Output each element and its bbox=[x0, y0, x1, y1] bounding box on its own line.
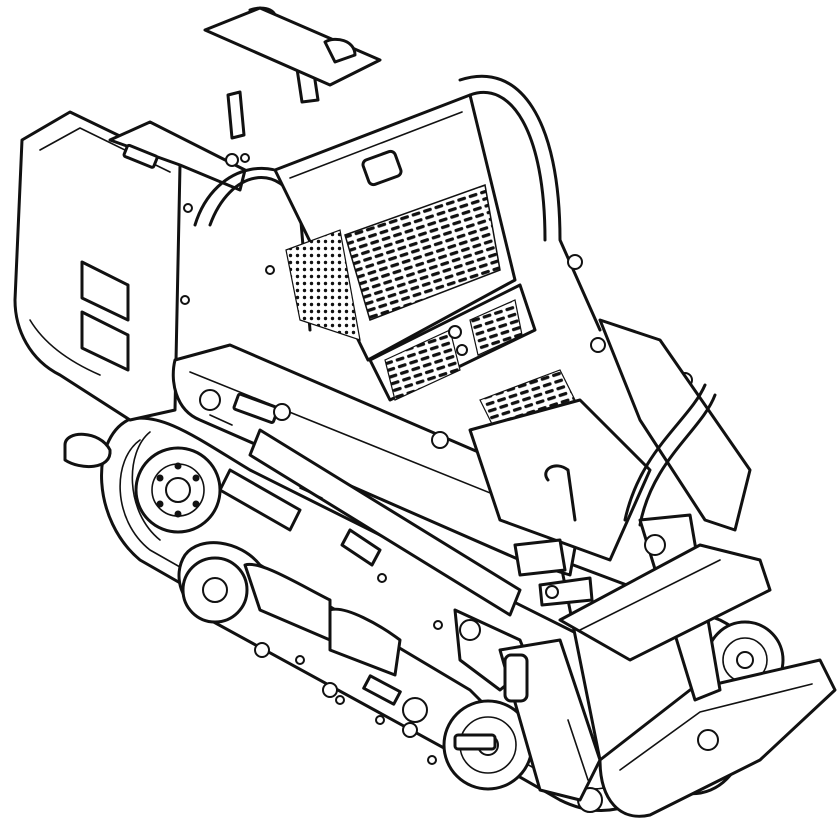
lift-arm-right bbox=[598, 318, 752, 532]
drive-sprocket bbox=[134, 446, 222, 534]
cross-tube bbox=[558, 543, 772, 662]
front-attachment-plate bbox=[577, 658, 837, 818]
platform-floor bbox=[468, 337, 652, 562]
control-panel bbox=[273, 93, 576, 431]
engine-hood-left bbox=[13, 110, 182, 469]
fasteners bbox=[180, 153, 443, 765]
front-idler bbox=[402, 697, 534, 791]
hood-top-cap bbox=[108, 120, 247, 192]
front-linkage-plate bbox=[498, 538, 602, 802]
control-levers bbox=[203, 6, 382, 140]
